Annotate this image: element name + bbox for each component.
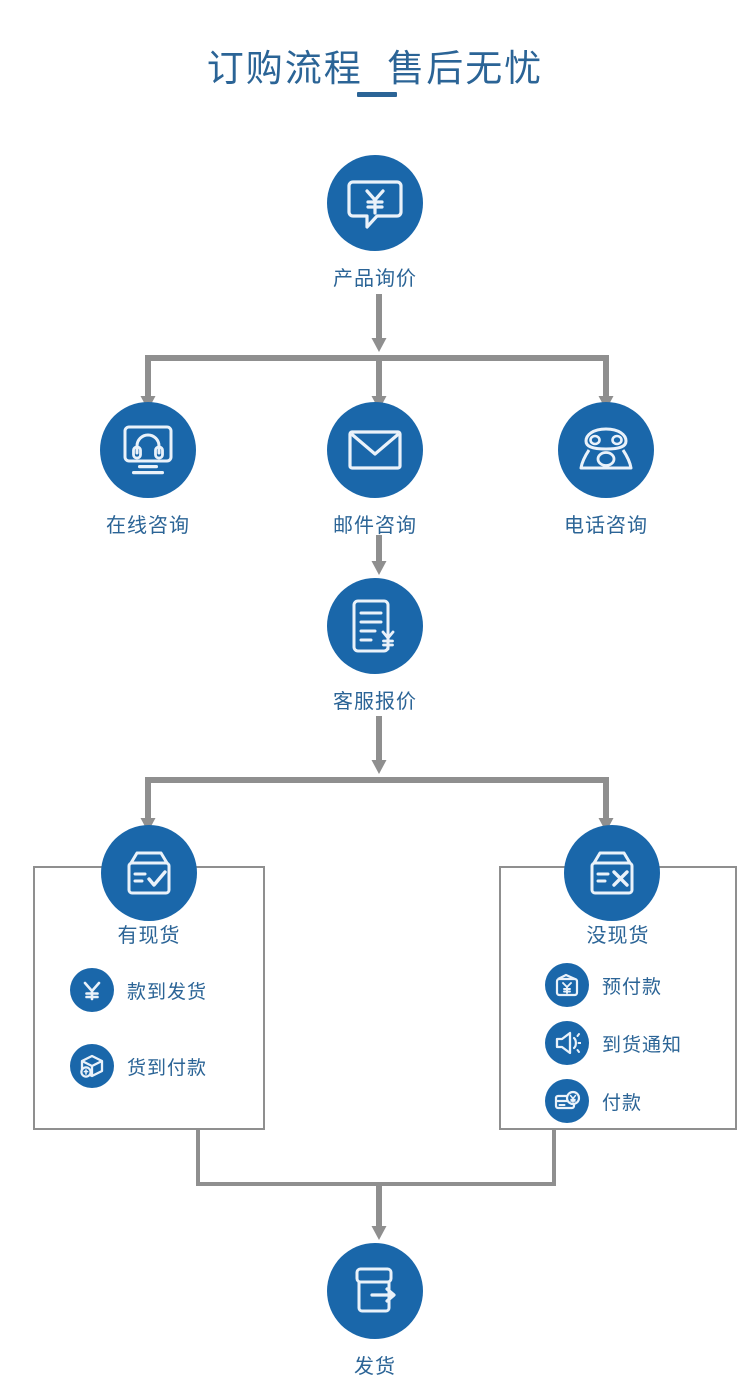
service-quote-disc xyxy=(327,578,423,674)
online-consult-disc xyxy=(100,402,196,498)
sub-item-label: 货到付款 xyxy=(127,1057,208,1079)
speaker-announce-icon xyxy=(545,1021,589,1065)
box-arrow-out-icon xyxy=(348,1264,402,1318)
sub-item-arrival-notice[interactable]: 到货通知 xyxy=(545,1021,682,1065)
node-phone-consult[interactable]: 电话咨询 xyxy=(558,402,654,538)
parcel-box-icon xyxy=(70,1044,114,1088)
in-stock-disc xyxy=(101,825,197,921)
card-yen-icon xyxy=(545,1079,589,1123)
node-product-inquiry[interactable]: 产品询价 xyxy=(327,155,423,291)
node-label: 在线咨询 xyxy=(106,515,190,537)
email-consult-disc xyxy=(327,402,423,498)
box-title-in-stock: 有现货 xyxy=(117,925,181,947)
title-underline xyxy=(357,92,397,97)
product-inquiry-disc xyxy=(327,155,423,251)
sub-item-ship-after-payment[interactable]: 款到发货 xyxy=(70,968,207,1012)
sub-item-cash-on-delivery[interactable]: 货到付款 xyxy=(70,1044,207,1088)
node-online-consult[interactable]: 在线咨询 xyxy=(100,402,196,538)
yen-circle-icon xyxy=(70,968,114,1012)
out-of-stock-disc xyxy=(564,825,660,921)
node-shipping[interactable]: 发货 xyxy=(327,1243,423,1379)
envelope-icon xyxy=(347,429,403,471)
telephone-icon xyxy=(577,426,635,474)
page-title: 订购流程 售后无忧 xyxy=(206,48,544,89)
phone-consult-disc xyxy=(558,402,654,498)
node-label: 客服报价 xyxy=(333,691,417,713)
monitor-headset-icon xyxy=(119,423,177,477)
box-cross-icon xyxy=(584,847,640,899)
node-label: 产品询价 xyxy=(333,268,417,290)
sub-item-label: 款到发货 xyxy=(127,981,208,1003)
sub-item-label: 付款 xyxy=(602,1092,643,1114)
node-email-consult[interactable]: 邮件咨询 xyxy=(327,402,423,538)
node-service-quote[interactable]: 客服报价 xyxy=(327,578,423,714)
document-yen-icon xyxy=(349,598,401,654)
node-out-of-stock[interactable] xyxy=(564,825,660,921)
sub-item-payment[interactable]: 付款 xyxy=(545,1079,642,1123)
sub-item-label: 预付款 xyxy=(602,976,663,998)
box-title-out-of-stock: 没现货 xyxy=(586,925,650,947)
node-label: 电话咨询 xyxy=(564,515,648,537)
sub-item-prepayment[interactable]: 预付款 xyxy=(545,963,662,1007)
wallet-yen-icon xyxy=(545,963,589,1007)
sub-item-label: 到货通知 xyxy=(602,1034,683,1056)
node-label: 发货 xyxy=(354,1356,396,1378)
box-check-icon xyxy=(121,847,177,899)
node-label: 邮件咨询 xyxy=(333,515,417,537)
speech-bubble-yen-icon xyxy=(347,177,403,229)
shipping-disc xyxy=(327,1243,423,1339)
node-in-stock[interactable] xyxy=(101,825,197,921)
